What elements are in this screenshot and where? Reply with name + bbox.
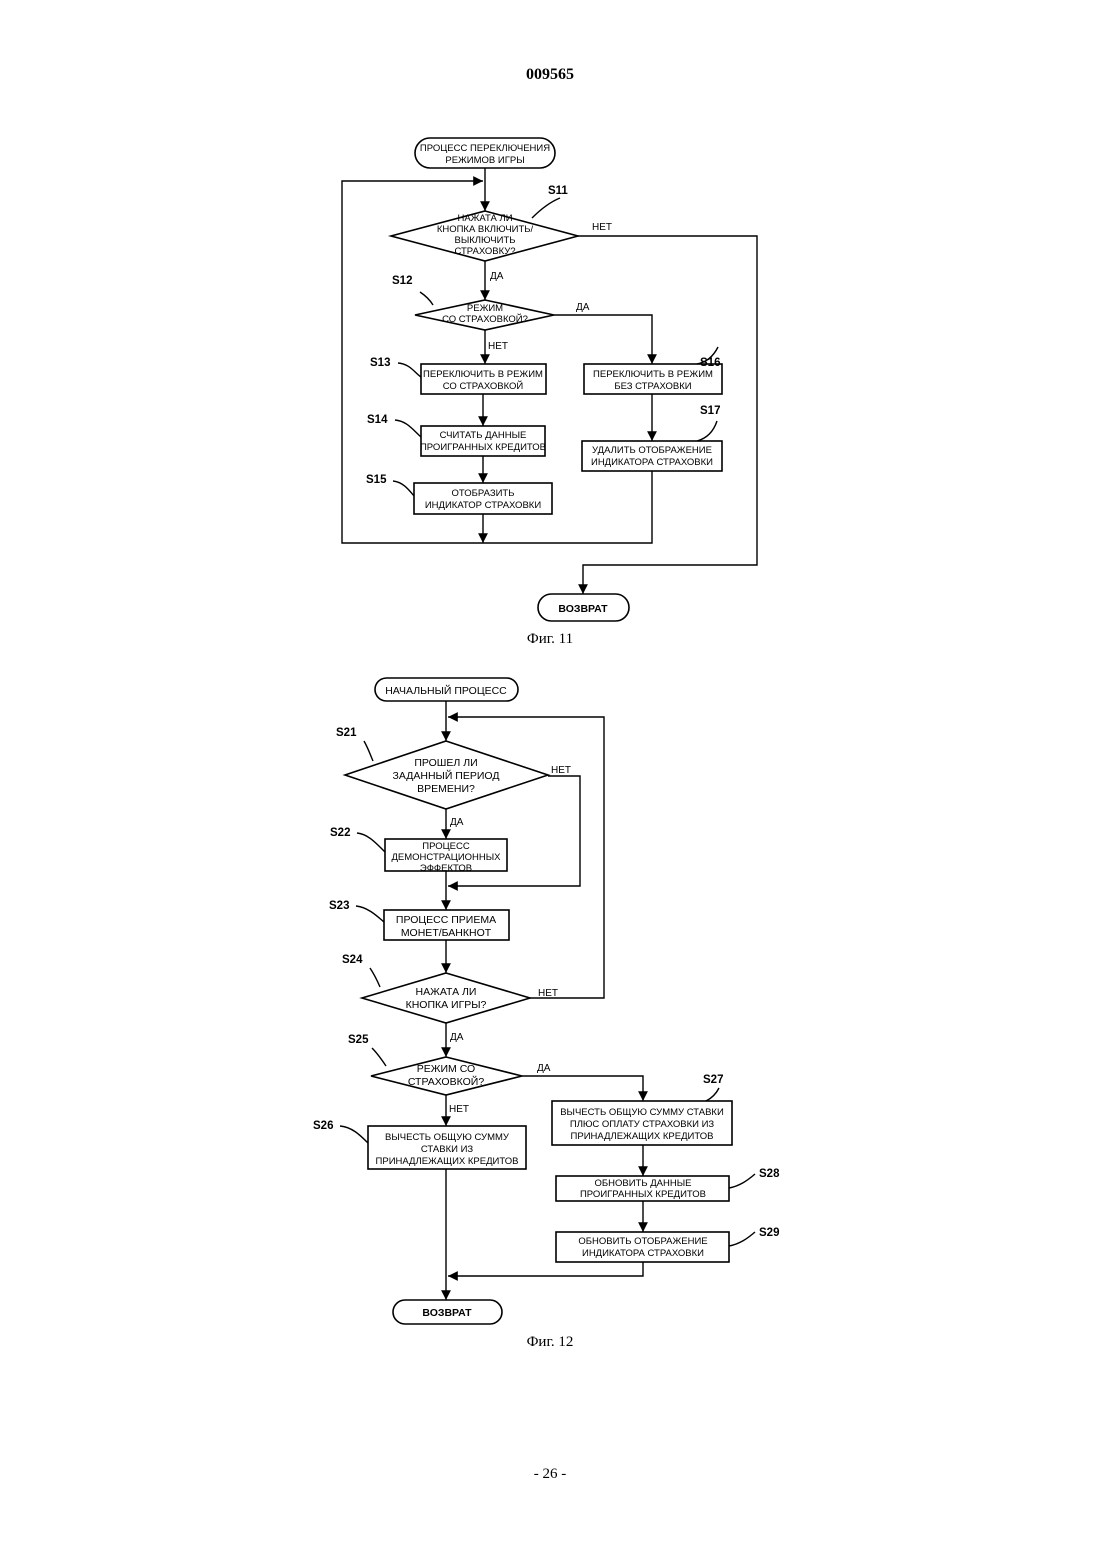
fig11-return-label: ВОЗВРАТ <box>558 603 608 615</box>
fig12-s22-leader <box>357 833 385 852</box>
fig12-s26-step-id: S26 <box>313 1120 333 1132</box>
fig11-s11-yes-label: ДА <box>490 271 504 282</box>
fig12-s21-line-2: ЗАДАННЫЙ ПЕРИОД <box>393 769 500 782</box>
fig11-s11-no-path <box>578 236 757 594</box>
fig12-s23-step-id: S23 <box>329 900 349 912</box>
fig11-s13-leader <box>398 363 421 377</box>
fig11-s17-step-id: S17 <box>700 405 720 417</box>
fig12-s21-line-3: ВРЕМЕНИ? <box>417 783 475 795</box>
fig12-caption: Фиг. 12 <box>527 1334 574 1350</box>
fig12-s27-leader <box>706 1088 719 1101</box>
fig12-s27-line-2: ПЛЮС ОПЛАТУ СТРАХОВКИ ИЗ <box>570 1119 715 1130</box>
fig11-s14-step-id: S14 <box>367 414 388 426</box>
fig12-s29-line-2: ИНДИКАТОРА СТРАХОВКИ <box>582 1248 704 1259</box>
fig12-s27-line-1: ВЫЧЕСТЬ ОБЩУЮ СУММУ СТАВКИ <box>560 1107 724 1118</box>
fig11-s16-line-2: БЕЗ СТРАХОВКИ <box>614 381 691 392</box>
fig11-s11-no-label: НЕТ <box>592 222 612 233</box>
fig11-s15-line-2: ИНДИКАТОР СТРАХОВКИ <box>425 500 541 511</box>
fig12-s27-step-id: S27 <box>703 1074 723 1086</box>
fig12-s21-step-id: S21 <box>336 727 357 739</box>
fig11-s17-line-1: УДАЛИТЬ ОТОБРАЖЕНИЕ <box>592 445 712 456</box>
fig12-s26-line-3: ПРИНАДЛЕЖАЩИХ КРЕДИТОВ <box>376 1156 519 1167</box>
fig12-s24-no-label: НЕТ <box>538 988 558 999</box>
fig12-s25-leader <box>372 1048 386 1066</box>
fig12-s21-yes-label: ДА <box>450 817 464 828</box>
fig11-s16-step-id: S16 <box>700 357 720 369</box>
fig11-s14-line-2: ПРОИГРАННЫХ КРЕДИТОВ <box>420 442 546 453</box>
fig11-s17-line-2: ИНДИКАТОРА СТРАХОВКИ <box>591 457 713 468</box>
fig12-s24-line-2: КНОПКА ИГРЫ? <box>406 999 487 1011</box>
fig12-s22-line-2: ДЕМОНСТРАЦИОННЫХ <box>391 852 501 863</box>
fig12-s23-line-2: МОНЕТ/БАНКНОТ <box>401 927 492 939</box>
fig12-s27-line-3: ПРИНАДЛЕЖАЩИХ КРЕДИТОВ <box>571 1131 714 1142</box>
fig11-s11-line-4: СТРАХОВКУ? <box>454 246 515 257</box>
fig11-s12-yes-path <box>554 315 652 364</box>
fig11-s13-line-1: ПЕРЕКЛЮЧИТЬ В РЕЖИМ <box>423 369 543 380</box>
fig12-s21-leader <box>364 741 373 761</box>
fig12-s23-line-1: ПРОЦЕСС ПРИЕМА <box>396 914 496 926</box>
fig12-s22-line-1: ПРОЦЕСС <box>422 841 470 852</box>
fig11-s11-line-1: НАЖАТА ЛИ <box>457 213 512 224</box>
page-number: - 26 - <box>0 1466 1100 1483</box>
fig11-s13-step-id: S13 <box>370 357 390 369</box>
fig11-s12-yes-label: ДА <box>576 302 590 313</box>
fig11-s14-line-1: СЧИТАТЬ ДАННЫЕ <box>440 430 527 441</box>
fig12-s26-line-1: ВЫЧЕСТЬ ОБЩУЮ СУММУ <box>385 1132 510 1143</box>
fig12-s24-line-1: НАЖАТА ЛИ <box>416 986 477 998</box>
fig12-s28-step-id: S28 <box>759 1168 780 1180</box>
fig11-s11-step-id: S11 <box>548 185 568 197</box>
fig12-s25-yes-label: ДА <box>537 1063 551 1074</box>
fig11-s12-line-1: РЕЖИМ <box>467 303 503 314</box>
fig12-s28-line-1: ОБНОВИТЬ ДАННЫЕ <box>595 1178 692 1189</box>
fig12-s26-line-2: СТАВКИ ИЗ <box>421 1144 474 1155</box>
fig12-s29-merge-path <box>448 1262 643 1276</box>
fig12-s29-line-1: ОБНОВИТЬ ОТОБРАЖЕНИЕ <box>578 1236 707 1247</box>
fig12-s24-step-id: S24 <box>342 954 363 966</box>
fig12-s25-line-2: СТРАХОВКОЙ? <box>408 1075 484 1088</box>
fig11-s14-leader <box>395 420 421 437</box>
fig12-s25-no-label: НЕТ <box>449 1104 469 1115</box>
fig11-s16-line-1: ПЕРЕКЛЮЧИТЬ В РЕЖИМ <box>593 369 713 380</box>
fig11-s17-leader <box>697 421 717 441</box>
fig12-s24-leader <box>370 968 380 987</box>
fig12-s26-leader <box>340 1126 368 1143</box>
fig11-start-line-2: РЕЖИМОВ ИГРЫ <box>445 155 524 166</box>
fig12-s21-line-1: ПРОШЕЛ ЛИ <box>414 757 477 769</box>
fig12-s23-leader <box>356 906 384 922</box>
fig11-s11-leader <box>532 198 560 218</box>
fig12-s22-step-id: S22 <box>330 827 350 839</box>
fig11-s12-leader <box>420 292 433 305</box>
fig12-s24-decision <box>362 973 530 1023</box>
fig12-start-label: НАЧАЛЬНЫЙ ПРОЦЕСС <box>385 684 507 697</box>
fig11-s11-line-3: ВЫКЛЮЧИТЬ <box>455 235 516 246</box>
fig11-start-line-1: ПРОЦЕСС ПЕРЕКЛЮЧЕНИЯ <box>420 143 550 154</box>
fig12-s25-step-id: S25 <box>348 1034 369 1046</box>
fig12-s29-leader <box>729 1232 755 1246</box>
fig12-s24-yes-label: ДА <box>450 1032 464 1043</box>
fig11-s15-line-1: ОТОБРАЗИТЬ <box>452 488 515 499</box>
fig12-s21-no-label: НЕТ <box>551 765 571 776</box>
fig11-s12-no-label: НЕТ <box>488 341 508 352</box>
figure-11: ПРОЦЕСС ПЕРЕКЛЮЧЕНИЯ РЕЖИМОВ ИГРЫ НАЖАТА… <box>342 138 757 647</box>
fig12-s29-step-id: S29 <box>759 1227 779 1239</box>
fig12-s28-line-2: ПРОИГРАННЫХ КРЕДИТОВ <box>580 1189 706 1200</box>
figure-12: НАЧАЛЬНЫЙ ПРОЦЕСС ПРОШЕЛ ЛИ ЗАДАННЫЙ ПЕР… <box>313 678 780 1350</box>
fig11-s12-line-2: СО СТРАХОВКОЙ? <box>442 313 528 325</box>
fig11-caption: Фиг. 11 <box>527 631 573 647</box>
fig12-return-label: ВОЗВРАТ <box>422 1307 472 1319</box>
fig11-s15-leader <box>393 481 414 496</box>
fig11-s13-line-2: СО СТРАХОВКОЙ <box>443 380 524 392</box>
fig12-s25-line-1: РЕЖИМ СО <box>417 1063 475 1075</box>
fig11-s15-step-id: S15 <box>366 474 387 486</box>
fig12-s28-leader <box>729 1174 755 1188</box>
fig11-s12-step-id: S12 <box>392 275 412 287</box>
fig11-s11-line-2: КНОПКА ВКЛЮЧИТЬ/ <box>437 224 534 235</box>
fig12-s25-yes-path <box>522 1076 643 1101</box>
